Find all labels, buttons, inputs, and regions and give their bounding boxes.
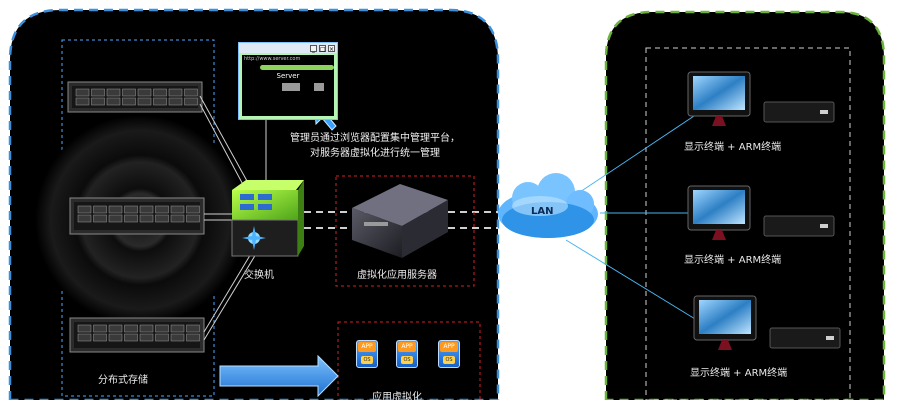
rack-server-1 (67, 81, 203, 113)
drive-bay (93, 333, 107, 342)
drive-bay (124, 324, 138, 333)
window-titlebar: _ □ × (239, 43, 337, 53)
apps-label: 应用虚拟化 (372, 392, 422, 400)
drive-bay (168, 97, 183, 106)
drive-bay (106, 88, 121, 97)
drive-bay (77, 324, 92, 333)
app-os-icon: APP OS (438, 340, 460, 368)
os-label: OS (401, 356, 413, 364)
drive-bay (155, 214, 169, 223)
drive-bay (186, 333, 200, 342)
drive-bay (186, 324, 200, 333)
drive-bay (108, 333, 123, 342)
storage-links (199, 95, 257, 341)
app-os-icon: APP OS (396, 340, 418, 368)
drive-bay (75, 97, 90, 106)
close-icon[interactable]: × (328, 44, 335, 53)
window-body: http://www.server.com Server (242, 55, 334, 116)
drive-bay (93, 205, 107, 214)
lan-links (565, 111, 701, 323)
server-zone (335, 175, 475, 287)
drive-bay (155, 205, 169, 214)
app-label: APP (358, 342, 376, 352)
window-cancel-button[interactable] (314, 83, 324, 91)
drive-bay (139, 324, 154, 333)
minimize-icon[interactable]: _ (310, 44, 317, 53)
drive-bay (186, 205, 200, 214)
drive-bay (170, 205, 185, 214)
drive-bay (124, 205, 138, 214)
drive-bay (108, 205, 123, 214)
switch-device (231, 180, 304, 257)
drive-bay (184, 97, 198, 106)
drive-bay (124, 333, 138, 342)
deploy-arrow (219, 354, 339, 398)
config-note-line1: 管理员通过浏览器配置集中管理平台， (290, 133, 460, 144)
drive-bay (93, 324, 107, 333)
drive-bay (168, 88, 183, 97)
app-os-icon: APP OS (356, 340, 378, 368)
admin-browser-window: _ □ × http://www.server.com Server (238, 42, 338, 120)
terminal-label-2: 显示终端 + ARM终端 (684, 255, 782, 266)
terminal-2 (687, 185, 835, 240)
window-url: http://www.server.com (244, 56, 301, 62)
window-progress-bar (260, 65, 334, 70)
terminal-1 (687, 71, 835, 126)
drive-bay (155, 324, 169, 333)
config-note-line2: 对服务器虚拟化进行统一管理 (310, 148, 440, 159)
terminal-label-1: 显示终端 + ARM终端 (684, 142, 782, 153)
drive-bays (75, 88, 200, 342)
app-label: APP (440, 342, 458, 352)
drive-bay (77, 333, 92, 342)
drive-bay (170, 214, 185, 223)
drive-bay (91, 97, 105, 106)
os-label: OS (443, 356, 455, 364)
window-title: Server (276, 72, 300, 80)
drive-bay (153, 88, 167, 97)
terminal-3 (693, 295, 841, 350)
drive-bay (108, 214, 123, 223)
drive-bay (139, 205, 154, 214)
drive-bay (106, 97, 121, 106)
server-box (352, 184, 448, 258)
lan-cloud (498, 173, 598, 238)
drive-bay (75, 88, 90, 97)
drive-bay (170, 324, 185, 333)
drive-bay (91, 88, 105, 97)
drive-bay (122, 97, 136, 106)
app-label: APP (398, 342, 416, 352)
drive-bay (108, 324, 123, 333)
config-note: 管理员通过浏览器配置集中管理平台， 对服务器虚拟化进行统一管理 (290, 131, 460, 161)
drive-bay (139, 214, 154, 223)
lan-label: LAN (531, 206, 554, 217)
terminal-label-3: 显示终端 + ARM终端 (690, 368, 788, 379)
server-label: 虚拟化应用服务器 (357, 270, 437, 281)
drive-bay (186, 214, 200, 223)
drive-bay (184, 88, 198, 97)
switch-label: 交换机 (244, 270, 274, 281)
apps-zone (337, 321, 481, 400)
drive-bay (122, 88, 136, 97)
os-label: OS (361, 356, 373, 364)
window-ok-button[interactable] (282, 83, 300, 91)
drive-bay (153, 97, 167, 106)
drive-bay (137, 97, 152, 106)
drive-bay (139, 333, 154, 342)
drive-bay (93, 214, 107, 223)
drive-bay (155, 333, 169, 342)
storage-label: 分布式存储 (98, 375, 148, 386)
drive-bay (137, 88, 152, 97)
drive-bay (170, 333, 185, 342)
drive-bay (77, 205, 92, 214)
drive-bay (77, 214, 92, 223)
terminal-inner-frame (645, 47, 851, 400)
maximize-icon[interactable]: □ (319, 44, 326, 53)
drive-bay (124, 214, 138, 223)
